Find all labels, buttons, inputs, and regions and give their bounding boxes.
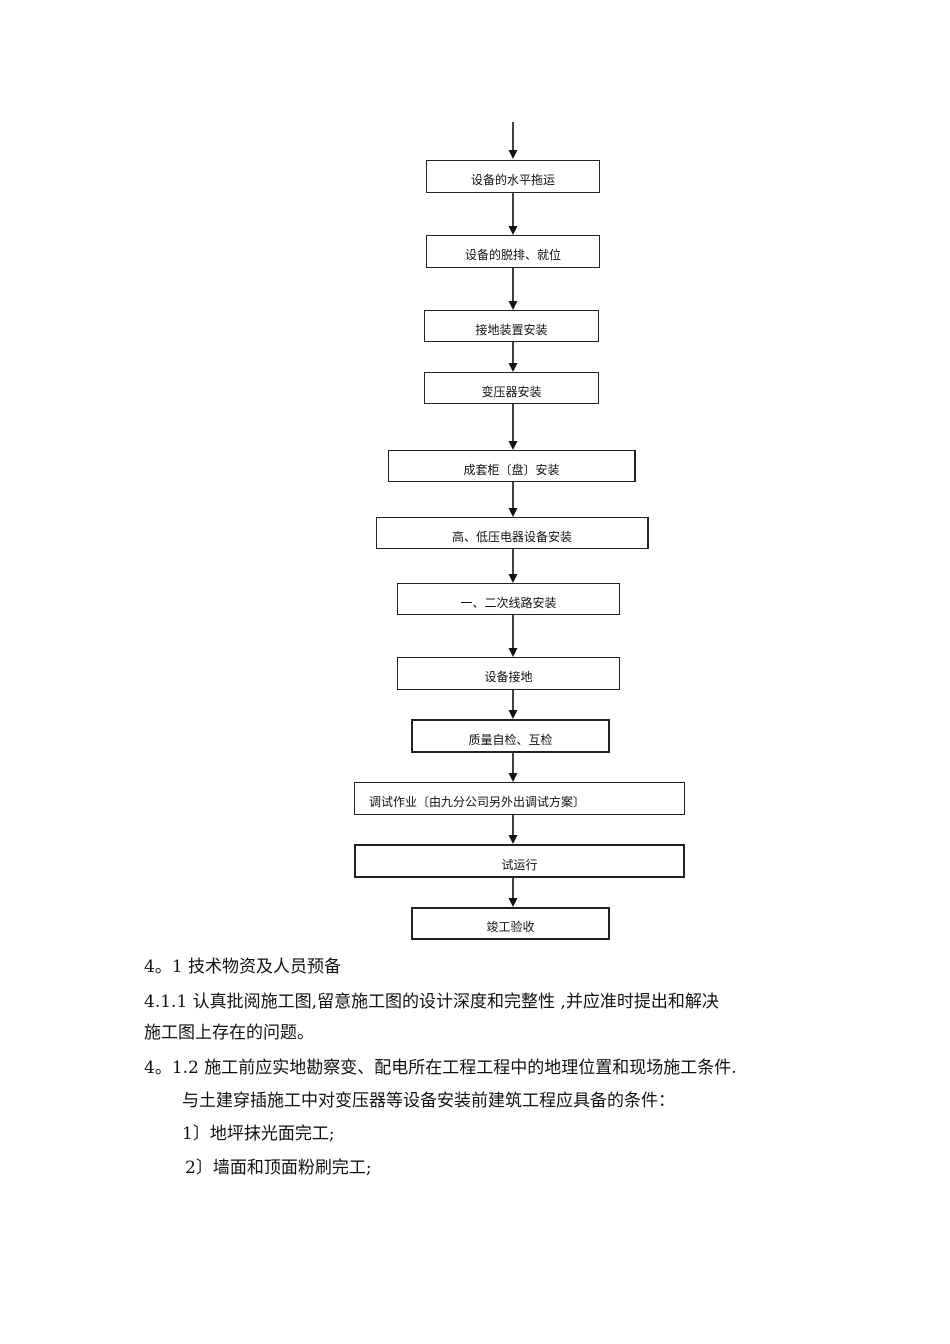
step-transformer-install: 变压器安装 (424, 372, 599, 404)
step-acceptance: 竣工验收 (411, 907, 610, 940)
paragraph-conditions: 与土建穿插施工中对变压器等设备安装前建筑工程应具备的条件： (182, 1091, 675, 1111)
arrow-1 (508, 193, 518, 235)
step-trial-run: 试运行 (354, 844, 685, 878)
arrow-11 (508, 878, 518, 907)
section-heading: 4。1 技术物资及人员预备 (144, 957, 342, 977)
arrow-10 (508, 815, 518, 844)
arrow-7 (508, 615, 518, 657)
flowchart-arrows (508, 122, 518, 907)
step-horizontal-transport: 设备的水平拖运 (426, 160, 600, 193)
arrow-in (508, 122, 518, 159)
arrow-6 (508, 549, 518, 583)
step-wiring-install: 一、二次线路安装 (397, 583, 620, 615)
paragraph-4-1-2: 4。1.2 施工前应实地勘察变、配电所在工程工程中的地理位置和现场施工条件. (144, 1058, 737, 1078)
arrow-4 (508, 404, 518, 450)
arrow-5 (508, 482, 518, 517)
arrow-3 (508, 342, 518, 372)
arrow-8 (508, 690, 518, 719)
step-equipment-grounding: 设备接地 (397, 657, 620, 690)
step-quality-check: 质量自检、互检 (411, 719, 610, 753)
step-unpack-position: 设备的脱排、就位 (426, 235, 600, 268)
step-electrical-equipment-install: 高、低压电器设备安装 (376, 517, 649, 549)
list-item-2: 2〕墙面和顶面粉刷完工; (185, 1158, 372, 1178)
step-commissioning: 调试作业〔由九分公司另外出调试方案〕 (354, 782, 685, 815)
arrow-9 (508, 753, 518, 782)
arrow-2 (508, 268, 518, 310)
step-grounding-install: 接地装置安装 (424, 310, 599, 342)
list-item-1: 1〕地坪抹光面完工; (182, 1124, 335, 1144)
paragraph-4-1-1-line1: 4.1.1 认真批阅施工图,留意施工图的设计深度和完整性 ,并应准时提出和解决 (144, 992, 719, 1012)
paragraph-4-1-1-line2: 施工图上存在的问题。 (144, 1023, 314, 1043)
step-cabinet-install: 成套柜〔盘〕安装 (388, 450, 636, 482)
